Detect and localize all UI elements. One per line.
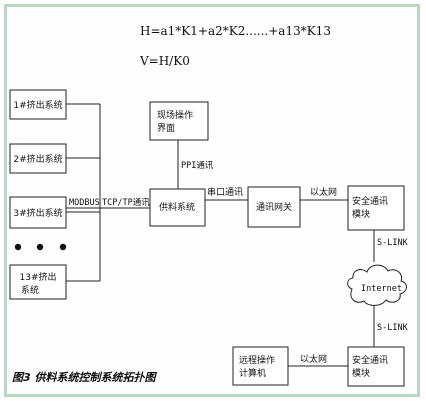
slink-label-1: S-LINK bbox=[377, 238, 409, 248]
secure-module-1-label-line1: 安全通讯 bbox=[352, 195, 388, 207]
extruder-2-label: 2#挤出系统 bbox=[13, 153, 62, 165]
secure-module-2-box bbox=[347, 346, 405, 387]
site-operation-label-line2: 界面 bbox=[157, 123, 175, 134]
secure-module-1-label-line2: 模块 bbox=[352, 208, 370, 220]
feeding-system-label: 供料系统 bbox=[159, 201, 195, 213]
secure-module-2-label-line1: 安全通讯 bbox=[352, 354, 388, 366]
extruder-13-label-line2: 系统 bbox=[21, 284, 39, 296]
tcpip-label: TCP/TP通讯 bbox=[102, 197, 150, 208]
extruder-1-label: 1#挤出系统 bbox=[13, 99, 62, 111]
remote-computer-label-line1: 远程操作 bbox=[239, 354, 275, 366]
extruder-13-label-line1: 13#挤出 bbox=[20, 271, 57, 283]
ethernet-label-2: 以太网 bbox=[300, 353, 327, 365]
feeding-system-box bbox=[149, 188, 206, 227]
secure-module-1-box bbox=[347, 185, 405, 231]
modbus-label: MODBUS bbox=[69, 198, 100, 208]
formula-h: H=a1*K1+a2*K2......+a13*K13 bbox=[140, 24, 331, 38]
remote-computer-label-line2: 计算机 bbox=[239, 367, 266, 379]
ethernet-label-1: 以太网 bbox=[310, 186, 337, 198]
extruder-1-box bbox=[9, 89, 67, 120]
ellipsis-dot bbox=[14, 243, 22, 251]
extruder-3-label: 3#挤出系统 bbox=[13, 207, 62, 219]
slink-label-2: S-LINK bbox=[377, 323, 409, 333]
secure-module-2-label-line2: 模块 bbox=[352, 367, 370, 379]
serial-label: 串口通讯 bbox=[207, 187, 243, 198]
ppi-label: PPI通讯 bbox=[181, 160, 214, 171]
gateway-box bbox=[247, 186, 301, 228]
extruder-2-box bbox=[9, 143, 67, 174]
ellipsis-dot bbox=[59, 243, 67, 251]
formula-v: V=H/K0 bbox=[139, 54, 190, 68]
figure-caption: 图3 供料系统控制系统拓扑图 bbox=[12, 371, 157, 384]
site-operation-box bbox=[149, 101, 209, 141]
site-operation-label-line1: 现场操作 bbox=[157, 109, 193, 121]
extruder-13-box bbox=[9, 264, 67, 300]
gateway-label: 通讯网关 bbox=[256, 201, 292, 213]
internet-cloud-icon bbox=[347, 264, 407, 306]
remote-computer-box bbox=[232, 346, 289, 386]
ellipsis-dot bbox=[36, 243, 44, 251]
internet-label: Internet bbox=[361, 284, 402, 294]
